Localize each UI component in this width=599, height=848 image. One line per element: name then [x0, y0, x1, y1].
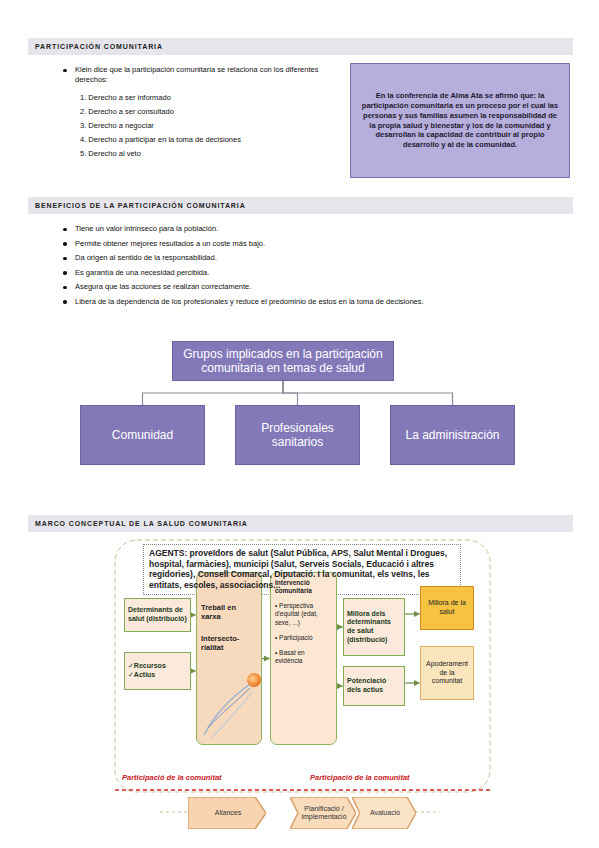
dashed-guide [415, 812, 440, 813]
connector [143, 381, 284, 405]
connector [405, 613, 420, 614]
bullet-text: Tiene un valor intrínseco para la poblac… [75, 224, 580, 234]
result-box: Millora dels determinants de salut (dist… [343, 598, 405, 656]
node-text: PARTICIPACIÓN COMUNITARIA [35, 43, 573, 50]
bullet-text: Da origen al sentido de la responsabilid… [75, 253, 580, 263]
chevron-polygon [352, 797, 416, 829]
node-text: Potenciació dels actius [347, 677, 401, 695]
region-label: Participació de la comunitat [122, 773, 292, 783]
network-swirl [208, 688, 250, 728]
list-item: 1. Derecho a ser informado [80, 93, 340, 103]
org-box: La administración [390, 405, 515, 465]
connector [405, 682, 420, 683]
node-text: Comunidad [112, 428, 173, 442]
network-swirl [204, 684, 250, 735]
node-text: ✓Recursos ✓Actius [128, 662, 187, 680]
node-text: Intersecto-rialitat [201, 634, 257, 653]
quote-box: En la conferencia de Alma Ata se afirmó … [350, 63, 570, 178]
bullet-dot [63, 271, 67, 275]
node-text: En la conferencia de Alma Ata se afirmó … [359, 91, 561, 150]
org-root-box: Grupos implicados en la participación co… [172, 341, 394, 381]
list-item: 2. Derecho a ser consultado [80, 107, 340, 117]
result-box: Potenciació dels actius [343, 666, 405, 706]
dashed-region [115, 540, 490, 792]
node-text: • Perspectiva d'equitat (edat, sexe, ...… [275, 602, 332, 626]
bullet-text: Libera de la dependencia de los profesio… [75, 297, 580, 307]
bullet-dot [63, 228, 67, 232]
node-text: Avaluació [370, 809, 400, 817]
chevron-polygon [290, 797, 356, 829]
node-text: La administración [405, 428, 499, 442]
input-box: ✓Recursos ✓Actius [124, 652, 191, 690]
node-text: Treball en xarxa [201, 603, 257, 622]
red-dashed-line [115, 789, 490, 790]
connector [283, 381, 298, 405]
org-box: Comunidad [80, 405, 205, 465]
dashed-guide [160, 812, 190, 813]
node-text: Profesionales sanitarios [242, 421, 353, 450]
node-text: Aliances [215, 809, 241, 817]
bullet-text: Es garantía de una necesidad percibida. [75, 268, 580, 278]
phase-chevron: Planificació / implementació [290, 797, 356, 829]
phase-chevron: Avaluació [352, 797, 416, 829]
node-text: Millora de la salut [424, 599, 470, 617]
list-item: 4. Derecho a participar en la toma de de… [80, 135, 340, 145]
outcome-box: Millora de la salut [420, 586, 474, 630]
network-swirl [212, 692, 252, 738]
org-box: Profesionales sanitarios [235, 405, 360, 465]
node-text: Millora dels determinants de salut (dist… [347, 610, 401, 645]
node-text: BENEFICIOS DE LA PARTICIPACIÓN COMUNITAR… [35, 202, 573, 209]
input-box: Determinants de salut (distribució) [124, 598, 191, 632]
bullet-dot [63, 300, 67, 304]
chevron-polygon [188, 797, 266, 829]
list-item: 3. Derecho a negociar [80, 121, 340, 131]
process-box: Intervenció comunitària • Perspectiva d'e… [270, 572, 337, 745]
list-item: 5. Derecho al veto [80, 149, 340, 159]
outcome-box: Apoderament de la comunitat [420, 646, 474, 700]
node-text: • Participació [275, 634, 332, 642]
agents-box: AGENTS: proveïdors de salut (Salut Públi… [143, 544, 461, 595]
bullet-dot [63, 286, 67, 290]
region-label: Participació de la comunitat [310, 773, 480, 783]
section-band: MARCO CONCEPTUAL DE LA SALUD COMUNITARIA [28, 515, 573, 532]
bullet-dot [63, 242, 67, 246]
phase-chevron: Aliances [188, 797, 266, 829]
connector [337, 626, 343, 627]
bullet-text: Asegura que las acciones se realizan cor… [75, 282, 580, 292]
section-band: BENEFICIOS DE LA PARTICIPACIÓN COMUNITAR… [28, 197, 573, 214]
bullet-text: Permite obtener mejores resultados a un … [75, 239, 580, 249]
orange-blob [247, 673, 261, 687]
node-text: Apoderament de la comunitat [424, 660, 470, 686]
connector [191, 670, 196, 671]
node-text: Intervenció comunitària [275, 579, 332, 595]
bullet-dot [63, 69, 67, 73]
connector [262, 658, 270, 659]
node-text: Determinants de salut (distribució) [128, 606, 187, 624]
connector [191, 614, 196, 615]
bullet-dot [63, 257, 67, 261]
node-text: MARCO CONCEPTUAL DE LA SALUD COMUNITARIA [35, 520, 573, 527]
connector [337, 685, 343, 686]
process-box: Treball en xarxaIntersecto-rialitat [196, 572, 262, 745]
bullet-text: Klein dice que la participación comunita… [75, 65, 347, 85]
node-text: • Basat en evidència [275, 649, 332, 665]
node-text: Grupos implicados en la participación co… [179, 347, 387, 376]
section-band: PARTICIPACIÓN COMUNITARIA [28, 38, 573, 55]
connector [283, 381, 453, 405]
node-text: Planificació / implementació [301, 805, 346, 822]
